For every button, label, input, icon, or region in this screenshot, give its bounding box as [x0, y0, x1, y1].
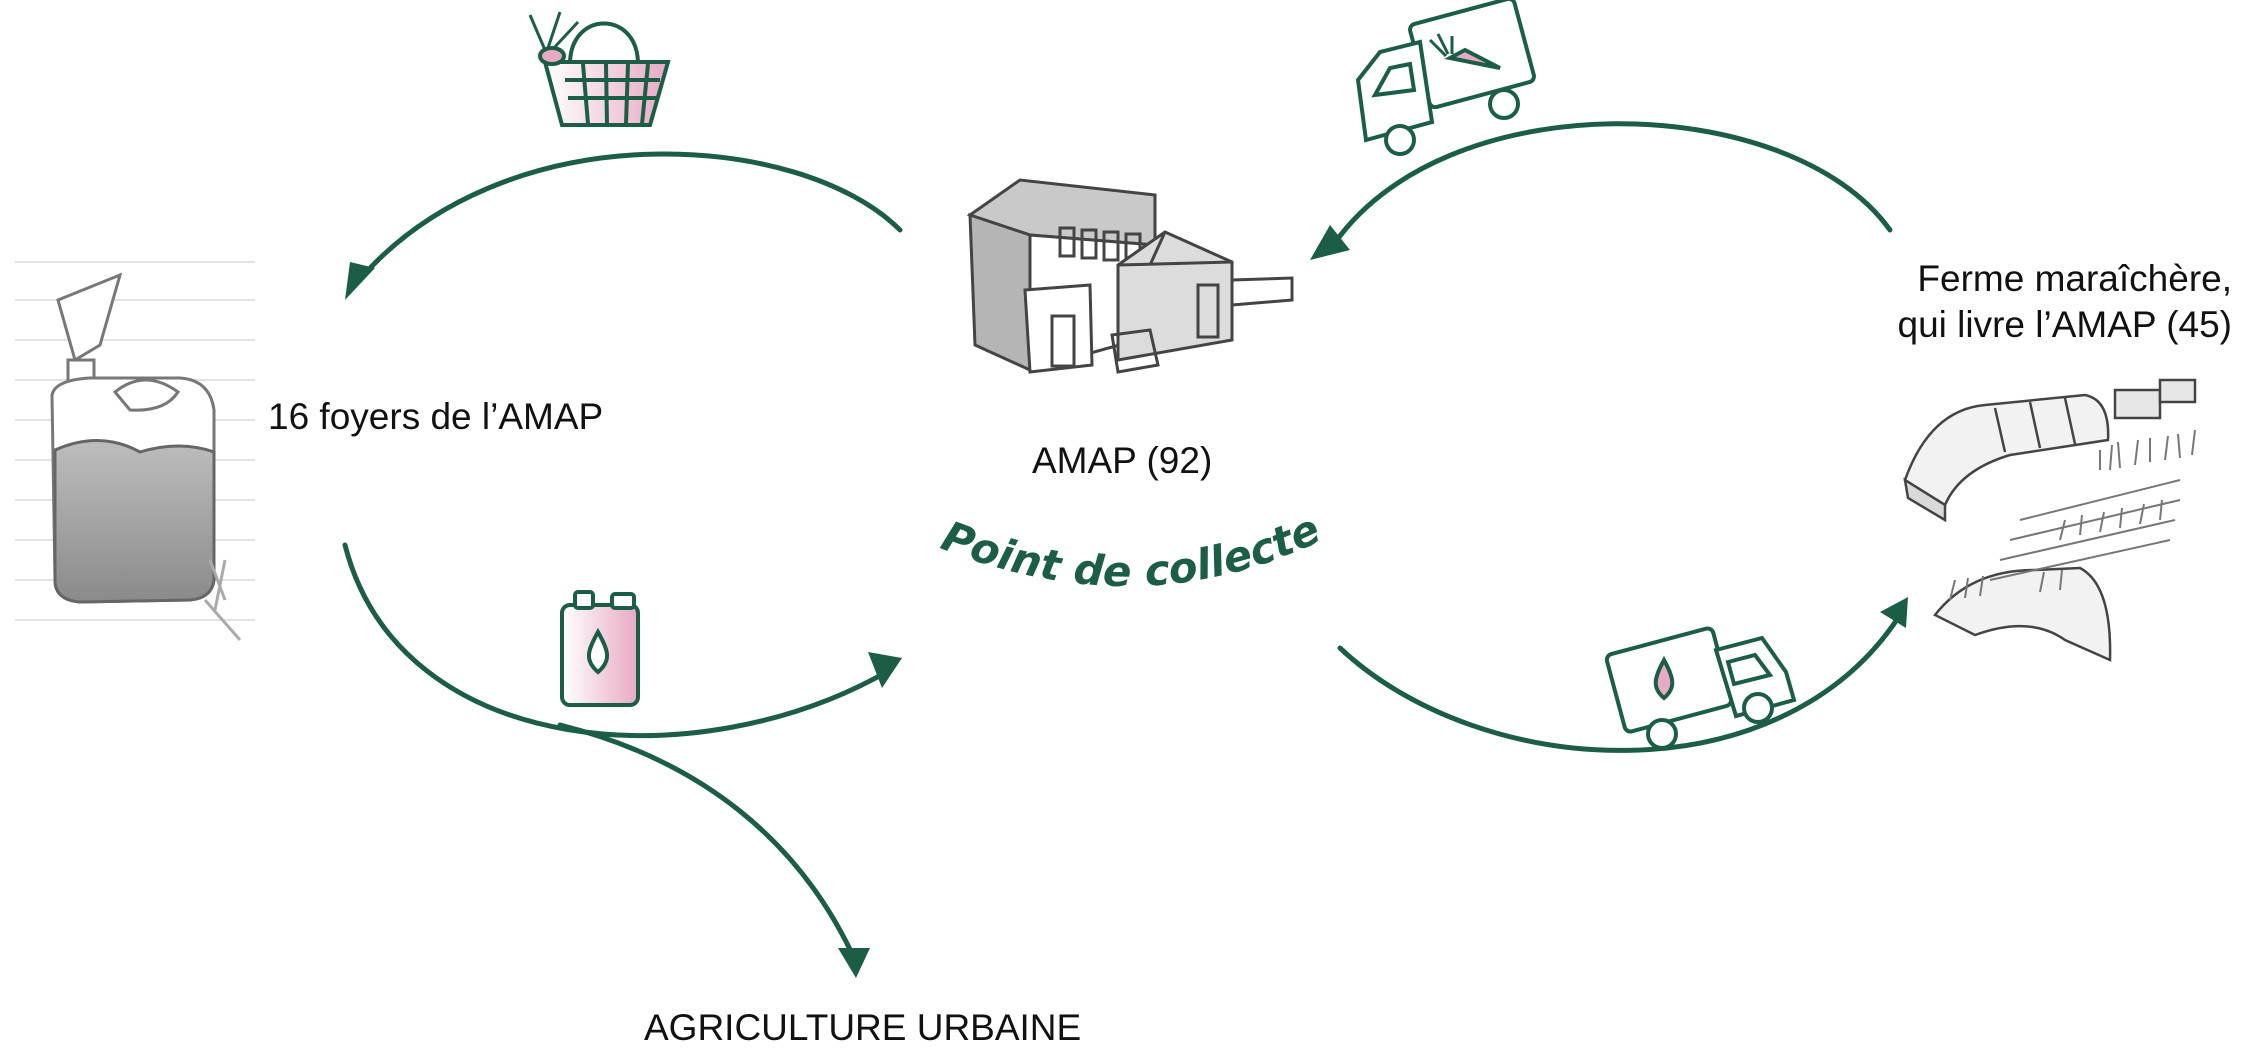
funnel-jerrycan-illustration	[15, 261, 255, 641]
arrow-farm-to-amap	[1327, 121, 1893, 253]
arrow-to-urban-agriculture	[557, 722, 858, 963]
arrowhead-households	[345, 262, 375, 300]
households-label: 16 foyers de l’AMAP	[268, 396, 604, 437]
farm-label: Ferme maraîchère, qui livre l’AMAP (45)	[1898, 256, 2232, 349]
amap-label: AMAP (92)	[1032, 440, 1213, 481]
arrowhead-collection	[868, 652, 902, 688]
arrow-households-to-collection	[342, 542, 893, 739]
arrowhead-urban-agriculture	[838, 948, 870, 978]
arrowhead-amap	[1310, 225, 1350, 260]
farm-label-line-2: qui livre l’AMAP (45)	[1897, 304, 2232, 346]
arrow-collection-to-farm	[1337, 612, 1903, 753]
delivery-truck-carrot-icon	[1355, 0, 1536, 156]
vegetable-farm-illustration	[1903, 378, 2197, 662]
farm-label-line-1: Ferme maraîchère,	[1917, 258, 2232, 299]
basket-icon	[528, 11, 671, 127]
delivery-truck-drop-icon	[1604, 626, 1797, 750]
collection-point-label: Point de collecte	[935, 504, 1327, 596]
arrowhead-farm	[1880, 597, 1908, 628]
urban-agriculture-label: AGRICULTURE URBAINE	[644, 1007, 1082, 1048]
jerrycan-drop-icon	[560, 590, 640, 707]
house-illustration	[966, 178, 1294, 374]
arrow-amap-to-households	[352, 151, 903, 288]
